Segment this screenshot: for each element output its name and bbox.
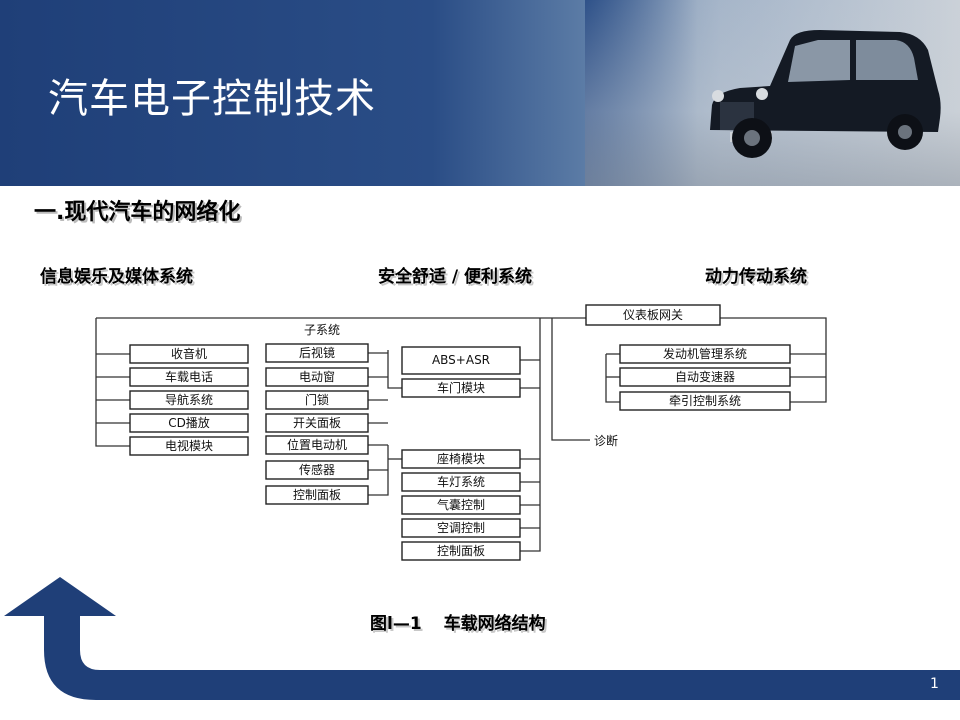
infotainment-node: 收音机 xyxy=(129,344,249,364)
svg-text:控制面板: 控制面板 xyxy=(293,488,341,502)
body-node: 气囊控制 xyxy=(401,495,521,515)
svg-text:位置电动机: 位置电动机 xyxy=(287,437,347,452)
comfort-node: 位置电动机 xyxy=(265,435,369,455)
body-node: 空调控制 xyxy=(401,518,521,538)
svg-text:车载电话: 车载电话 xyxy=(165,369,213,384)
powertrain-node: 发动机管理系统 xyxy=(619,344,791,364)
comfort-node: 后视镜 xyxy=(265,343,369,363)
subsystem-label: 子系统 xyxy=(304,323,340,337)
svg-text:气囊控制: 气囊控制 xyxy=(437,497,485,512)
category-infotainment: 信息娱乐及媒体系统 xyxy=(40,267,193,287)
comfort-node: 传感器 xyxy=(265,460,369,480)
slide-title: 汽车电子控制技术 xyxy=(48,76,376,122)
infotainment-node: 导航系统 xyxy=(129,390,249,410)
taxi-image xyxy=(710,30,941,158)
svg-text:收音机: 收音机 xyxy=(171,346,207,361)
comfort-node: 电动窗 xyxy=(265,367,369,387)
svg-text:发动机管理系统: 发动机管理系统 xyxy=(663,346,747,361)
svg-text:ABS+ASR: ABS+ASR xyxy=(432,353,490,367)
section-heading: 一.现代汽车的网络化 xyxy=(34,200,241,225)
diagnosis-label: 诊断 xyxy=(594,433,618,448)
svg-text:车灯系统: 车灯系统 xyxy=(437,474,485,489)
svg-text:开关面板: 开关面板 xyxy=(293,416,341,430)
svg-text:仪表板网关: 仪表板网关 xyxy=(623,308,683,322)
comfort-node: 门锁 xyxy=(265,390,369,410)
abs-node: ABS+ASR xyxy=(401,346,521,375)
svg-text:牵引控制系统: 牵引控制系统 xyxy=(669,394,741,408)
svg-text:座椅模块: 座椅模块 xyxy=(437,451,485,466)
svg-text:CD播放: CD播放 xyxy=(168,415,210,430)
gateway-node: 仪表板网关 xyxy=(585,304,721,326)
body-node: 控制面板 xyxy=(401,541,521,561)
body-node: 车灯系统 xyxy=(401,472,521,492)
network-diagram: 子系统 诊断 仪表板网关 收音机 车载电话 导航系统 CD播放 电视模块 后视镜… xyxy=(95,304,827,561)
svg-text:车门模块: 车门模块 xyxy=(437,380,485,395)
page-number: 1 xyxy=(930,676,939,692)
category-safety-comfort: 安全舒适 / 便利系统 xyxy=(378,267,533,287)
powertrain-node: 自动变速器 xyxy=(619,367,791,387)
infotainment-node: 车载电话 xyxy=(129,367,249,387)
figure-caption: 图l—1 车载网络结构 xyxy=(370,609,568,634)
caption-text: 车载网络结构 xyxy=(443,614,546,634)
powertrain-node: 牵引控制系统 xyxy=(619,391,791,411)
svg-text:门锁: 门锁 xyxy=(305,392,329,407)
door-module-node: 车门模块 xyxy=(401,378,521,398)
svg-text:空调控制: 空调控制 xyxy=(437,521,485,535)
svg-text:传感器: 传感器 xyxy=(299,462,335,477)
infotainment-node: CD播放 xyxy=(129,413,249,433)
svg-text:后视镜: 后视镜 xyxy=(299,345,335,360)
svg-text:电视模块: 电视模块 xyxy=(165,438,213,453)
caption-number: 图l—1 xyxy=(370,614,422,634)
svg-text:导航系统: 导航系统 xyxy=(165,392,213,407)
infotainment-node: 电视模块 xyxy=(129,436,249,456)
svg-text:电动窗: 电动窗 xyxy=(299,370,335,384)
svg-text:自动变速器: 自动变速器 xyxy=(675,369,735,384)
svg-text:控制面板: 控制面板 xyxy=(437,544,485,558)
comfort-node: 控制面板 xyxy=(265,485,369,505)
body-node: 座椅模块 xyxy=(401,449,521,469)
category-powertrain: 动力传动系统 xyxy=(705,267,807,287)
comfort-node: 开关面板 xyxy=(265,413,369,433)
